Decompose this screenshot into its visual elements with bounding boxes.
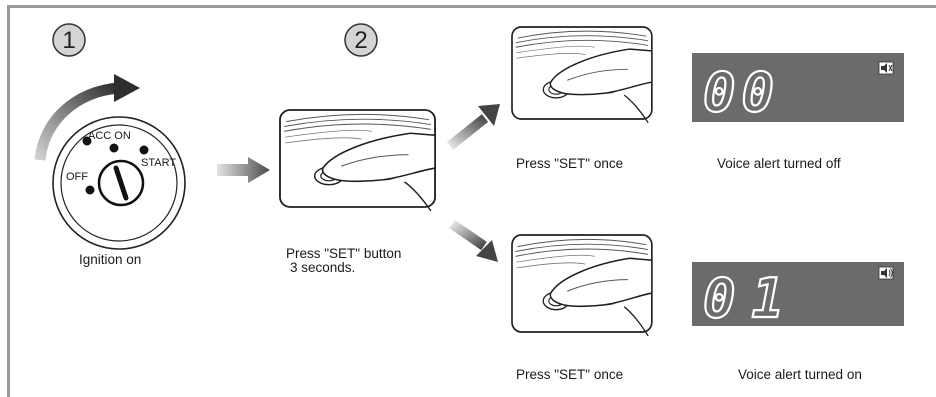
ignition-caption: Ignition on — [79, 252, 142, 267]
frame-top-border — [7, 5, 936, 8]
acc-dot — [109, 143, 119, 153]
press-once-caption-top: Press "SET" once — [516, 156, 624, 171]
step-1-number: 1 — [62, 27, 75, 54]
result-caption-on: Voice alert turned on — [738, 367, 862, 382]
speaker-muted-icon — [878, 61, 894, 75]
step-1-badge: 1 — [52, 23, 86, 57]
device-press-once-bottom — [511, 234, 653, 337]
device-press-once-top — [511, 26, 653, 124]
display-voice-on: 01 — [692, 262, 904, 331]
start-dot — [139, 145, 149, 155]
acc-on-label: ACC ON — [88, 130, 131, 142]
arrow-down-right-icon — [449, 219, 498, 262]
display-voice-off: 00 — [692, 53, 904, 125]
off-label: OFF — [66, 171, 88, 183]
arrow-up-right-icon — [446, 104, 500, 150]
rotate-arrow-icon — [34, 74, 140, 161]
off-dot — [85, 185, 95, 195]
press-once-caption-bottom: Press "SET" once — [516, 367, 624, 382]
acc-on-dot — [82, 136, 92, 146]
hold-set-caption-line2: 3 seconds. — [290, 260, 356, 275]
key-slot — [113, 165, 129, 201]
display-value-00: 00 — [703, 61, 780, 124]
device-hold-set — [279, 109, 436, 212]
frame-left-border — [7, 5, 10, 397]
step-2-number: 2 — [354, 27, 367, 54]
display-value-01: 01 — [703, 267, 800, 330]
step-2-badge: 2 — [344, 23, 378, 57]
speaker-on-icon — [878, 266, 894, 280]
ignition-switch: ACC ON START OFF — [52, 116, 186, 250]
hold-set-caption-line1: Press "SET" button — [286, 246, 402, 261]
start-label: START — [141, 157, 176, 169]
arrow-right-icon — [217, 157, 270, 183]
result-caption-off: Voice alert turned off — [717, 156, 841, 171]
